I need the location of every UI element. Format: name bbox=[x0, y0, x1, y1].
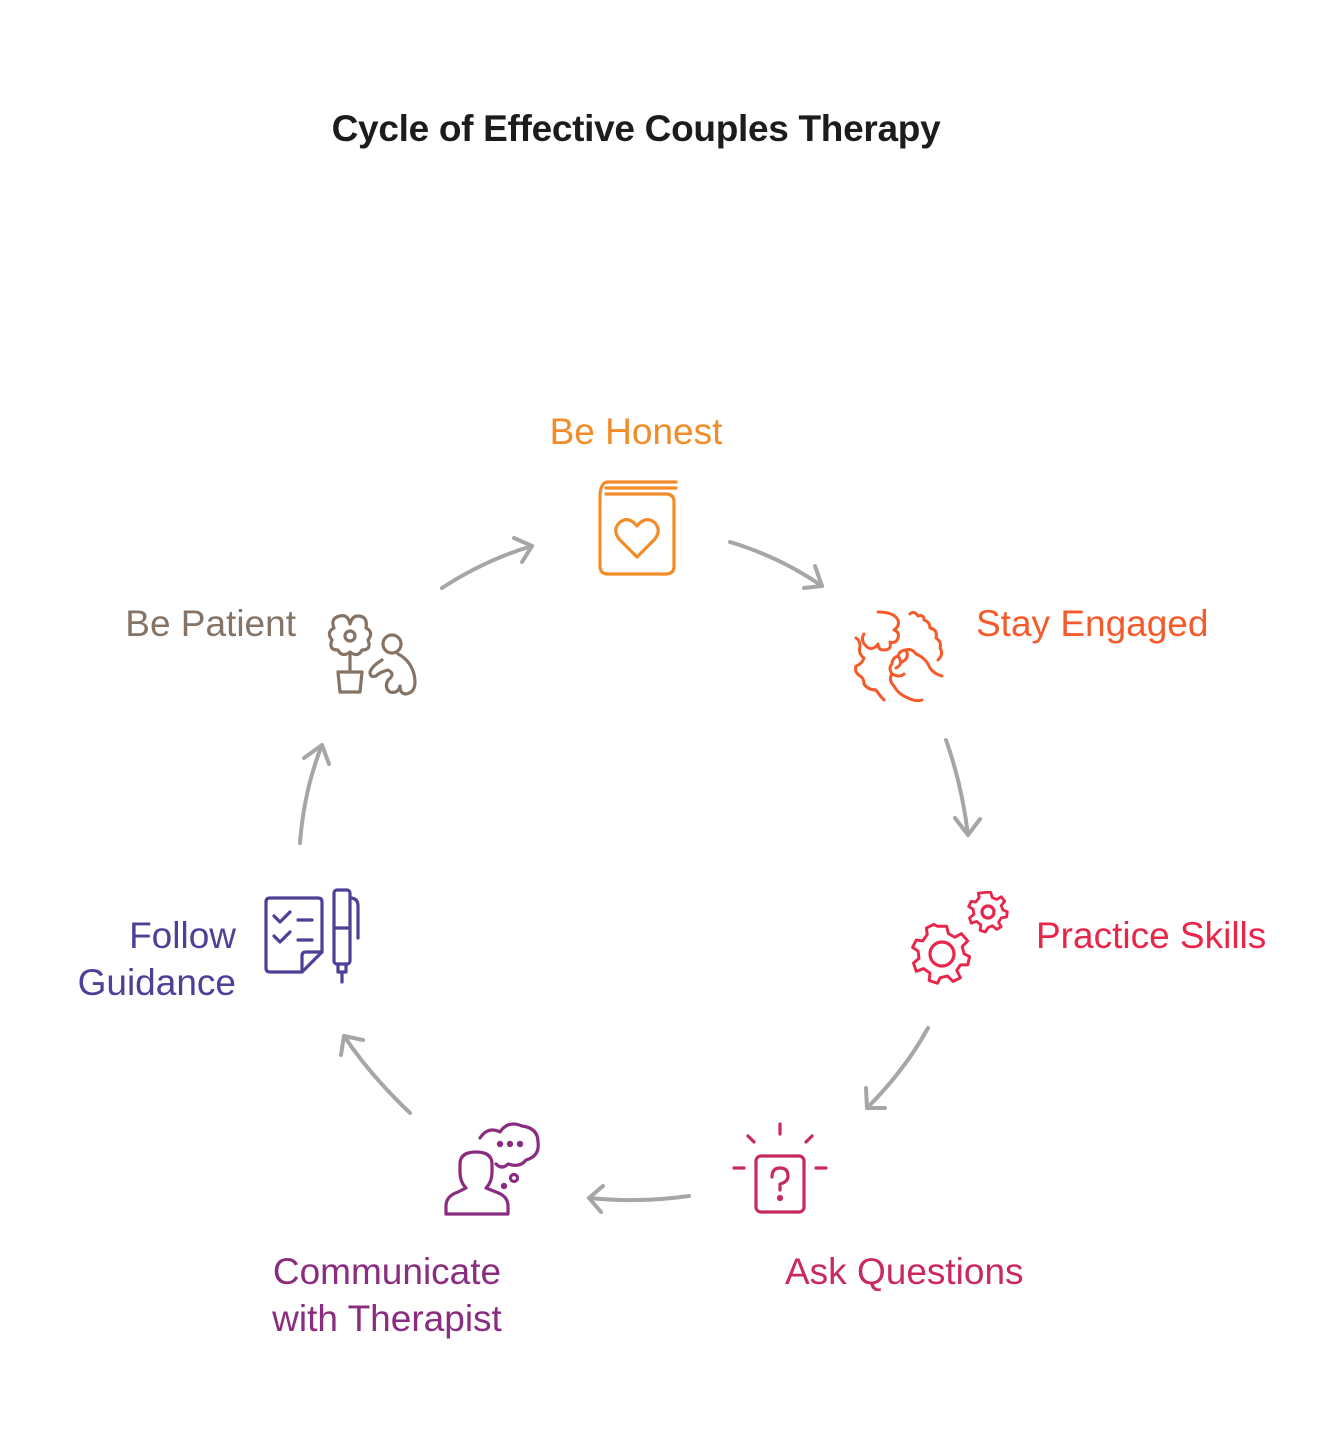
step-label-follow-guidance: Follow Guidance bbox=[40, 912, 236, 1006]
step-label-be-honest: Be Honest bbox=[549, 411, 723, 452]
question-box-icon bbox=[732, 1122, 828, 1216]
arrow-practice-to-ask bbox=[864, 1026, 930, 1110]
label-line-2: Guidance bbox=[77, 962, 236, 1003]
diagram-title: Cycle of Effective Couples Therapy bbox=[331, 108, 941, 149]
gears-icon bbox=[910, 886, 1012, 986]
label-line-1: Follow bbox=[129, 915, 236, 956]
step-label-practice-skills: Practice Skills bbox=[1036, 915, 1267, 956]
step-label-stay-engaged: Stay Engaged bbox=[976, 603, 1209, 644]
person-plant-icon bbox=[326, 612, 420, 698]
arrow-honest-to-engaged bbox=[728, 540, 824, 590]
arrow-patient-to-honest bbox=[440, 536, 534, 590]
checklist-pen-icon bbox=[262, 886, 364, 986]
step-label-ask-questions: Ask Questions bbox=[785, 1251, 1024, 1292]
arrow-communicate-to-follow bbox=[339, 1034, 412, 1115]
step-label-communicate-with-therapist: Communicate with Therapist bbox=[237, 1248, 537, 1342]
arrow-ask-to-communicate bbox=[587, 1184, 691, 1214]
label-line-2: with Therapist bbox=[272, 1298, 502, 1339]
label-line-1: Communicate bbox=[272, 1251, 502, 1292]
person-thought-bubble-icon bbox=[442, 1120, 542, 1218]
arrow-engaged-to-practice bbox=[944, 738, 982, 837]
handshake-hands-icon bbox=[850, 606, 950, 704]
arrow-follow-to-patient bbox=[298, 743, 331, 845]
book-heart-icon bbox=[592, 478, 682, 578]
step-label-be-patient: Be Patient bbox=[125, 603, 296, 644]
